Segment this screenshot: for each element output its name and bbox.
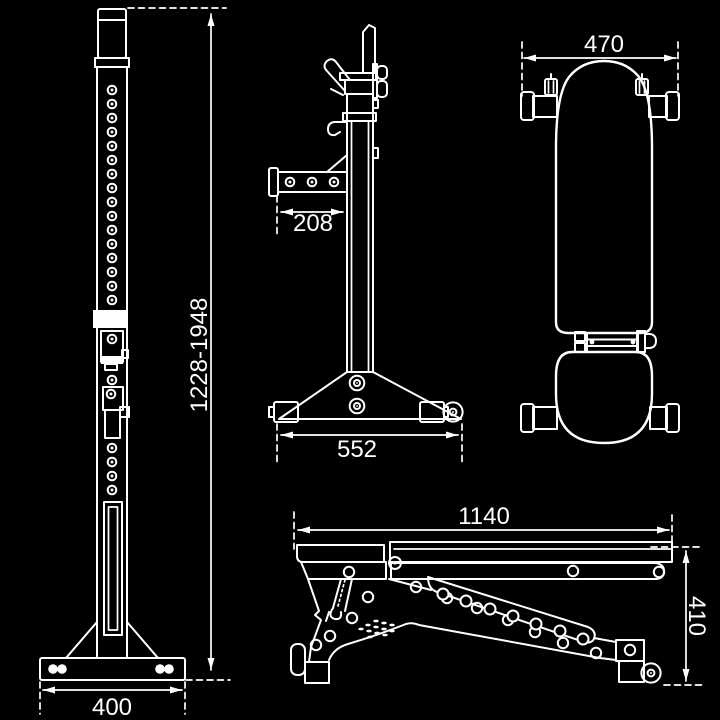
rear-foot-wheel bbox=[615, 639, 662, 684]
front-foot bbox=[290, 643, 330, 684]
adjustment-ladder bbox=[427, 576, 596, 646]
grip-texture bbox=[358, 619, 395, 639]
bench-length-dimension-label: 1140 bbox=[458, 503, 510, 530]
bench-frame bbox=[300, 561, 666, 663]
stand-front-view: 1228-1948 400 bbox=[39, 7, 231, 720]
bench-top-view: 470 bbox=[520, 31, 680, 445]
bench-pads-side bbox=[296, 541, 673, 570]
safety-catch-bracket bbox=[102, 374, 130, 496]
bench-height-dimension-label: 410 bbox=[683, 596, 710, 636]
bench-width-dimension: 470 bbox=[521, 31, 679, 97]
jhook-bracket bbox=[93, 310, 129, 371]
height-dimension: 1228-1948 bbox=[127, 7, 231, 681]
front-foot-tube bbox=[520, 91, 680, 121]
bench-length-dimension: 1140 bbox=[293, 503, 673, 552]
barbell-jcup bbox=[323, 24, 388, 99]
backrest-support-strut bbox=[325, 565, 356, 622]
adjustment-knobs bbox=[544, 73, 649, 96]
arm-depth-dimension-label: 208 bbox=[293, 210, 333, 237]
base-depth-dimension-label: 552 bbox=[337, 436, 377, 463]
bench-width-dimension-label: 470 bbox=[584, 31, 624, 58]
seat-pad-top bbox=[554, 350, 654, 445]
base-depth-dimension: 552 bbox=[276, 423, 463, 463]
height-dimension-label: 1228-1948 bbox=[186, 298, 213, 413]
bench-height-dimension: 410 bbox=[650, 546, 710, 686]
backrest-pad-top bbox=[554, 59, 654, 335]
stand-side-view: 208 552 bbox=[268, 24, 464, 463]
stand-side-base bbox=[268, 371, 464, 423]
rear-foot-tube bbox=[520, 403, 680, 433]
base-width-dimension-label: 400 bbox=[92, 694, 132, 720]
hinge-mechanism bbox=[574, 330, 657, 353]
base-width-dimension: 400 bbox=[39, 660, 186, 720]
stand-side-column bbox=[326, 93, 379, 373]
plate-storage-arm bbox=[268, 167, 348, 197]
arm-depth-dimension: 208 bbox=[276, 195, 344, 237]
stand-front-base bbox=[39, 501, 186, 681]
bench-side-view: 1140 bbox=[290, 503, 710, 686]
stand-front-adjustment-holes bbox=[106, 84, 118, 306]
